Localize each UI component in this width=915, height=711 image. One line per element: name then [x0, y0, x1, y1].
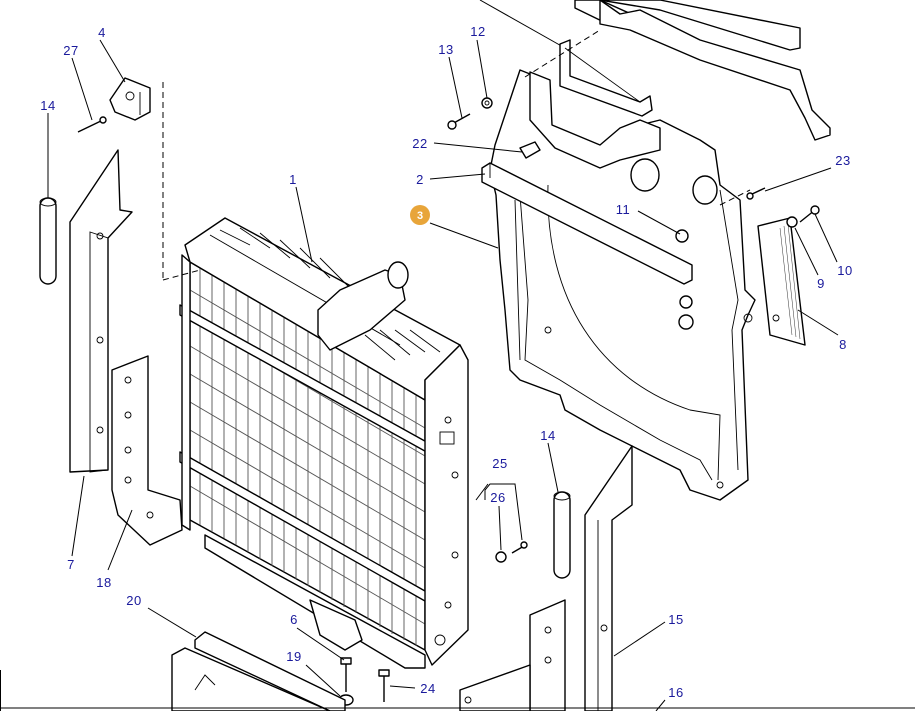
washer-9-screw-10 — [786, 205, 820, 228]
leader-lines — [47, 39, 839, 711]
clip-22 — [519, 141, 541, 159]
label-part-15: 15 — [668, 612, 683, 627]
label-part-22: 22 — [412, 136, 427, 151]
label-part-10: 10 — [837, 263, 852, 278]
bolt-24 — [378, 669, 390, 702]
radiator — [179, 217, 469, 669]
mounting-bracket — [111, 355, 183, 546]
pin — [77, 116, 107, 133]
label-part-6: 6 — [290, 612, 298, 627]
label-part-7: 7 — [67, 557, 75, 572]
label-part-13: 13 — [438, 42, 453, 57]
washer-12 — [481, 97, 493, 109]
label-part-2: 2 — [416, 172, 424, 187]
label-part-12: 12 — [470, 24, 485, 39]
label-part-20: 20 — [126, 593, 141, 608]
label-part-3: 3 — [417, 210, 423, 222]
side-panel-right — [584, 445, 633, 711]
label-part-14-right: 14 — [540, 428, 555, 443]
part-labels: 4 27 14 1 13 12 22 2 3 11 23 10 9 8 14 2… — [40, 24, 852, 700]
label-part-4: 4 — [98, 25, 106, 40]
label-part-16: 16 — [668, 685, 683, 700]
screw-23 — [746, 187, 766, 200]
label-part-18: 18 — [96, 575, 111, 590]
label-part-9: 9 — [817, 276, 825, 291]
bolt-13 — [447, 113, 471, 130]
bracket-clip — [109, 77, 151, 121]
label-part-26: 26 — [490, 490, 505, 505]
label-part-25: 25 — [492, 456, 507, 471]
nut-11 — [675, 229, 694, 330]
support-plate — [171, 631, 346, 711]
label-part-23: 23 — [835, 153, 850, 168]
highlighted-callout-3: 3 — [410, 205, 430, 225]
label-part-14-left: 14 — [40, 98, 55, 113]
label-part-27: 27 — [63, 43, 78, 58]
label-part-24: 24 — [420, 681, 435, 696]
label-part-1: 1 — [289, 172, 297, 187]
seal-strip — [757, 217, 806, 346]
label-part-11: 11 — [616, 202, 631, 217]
side-panel-left — [69, 149, 133, 473]
label-part-8: 8 — [839, 337, 847, 352]
label-part-19: 19 — [286, 649, 301, 664]
washer-26-screw-25 — [495, 541, 528, 563]
hose-sleeve-left — [39, 197, 57, 285]
hose-sleeve-right — [553, 491, 571, 579]
upper-frame-bracket — [479, 0, 831, 141]
bolt-6 — [340, 657, 352, 692]
fan-shroud — [489, 69, 756, 501]
cross-bar — [481, 162, 693, 285]
bracket-16 — [459, 599, 566, 711]
